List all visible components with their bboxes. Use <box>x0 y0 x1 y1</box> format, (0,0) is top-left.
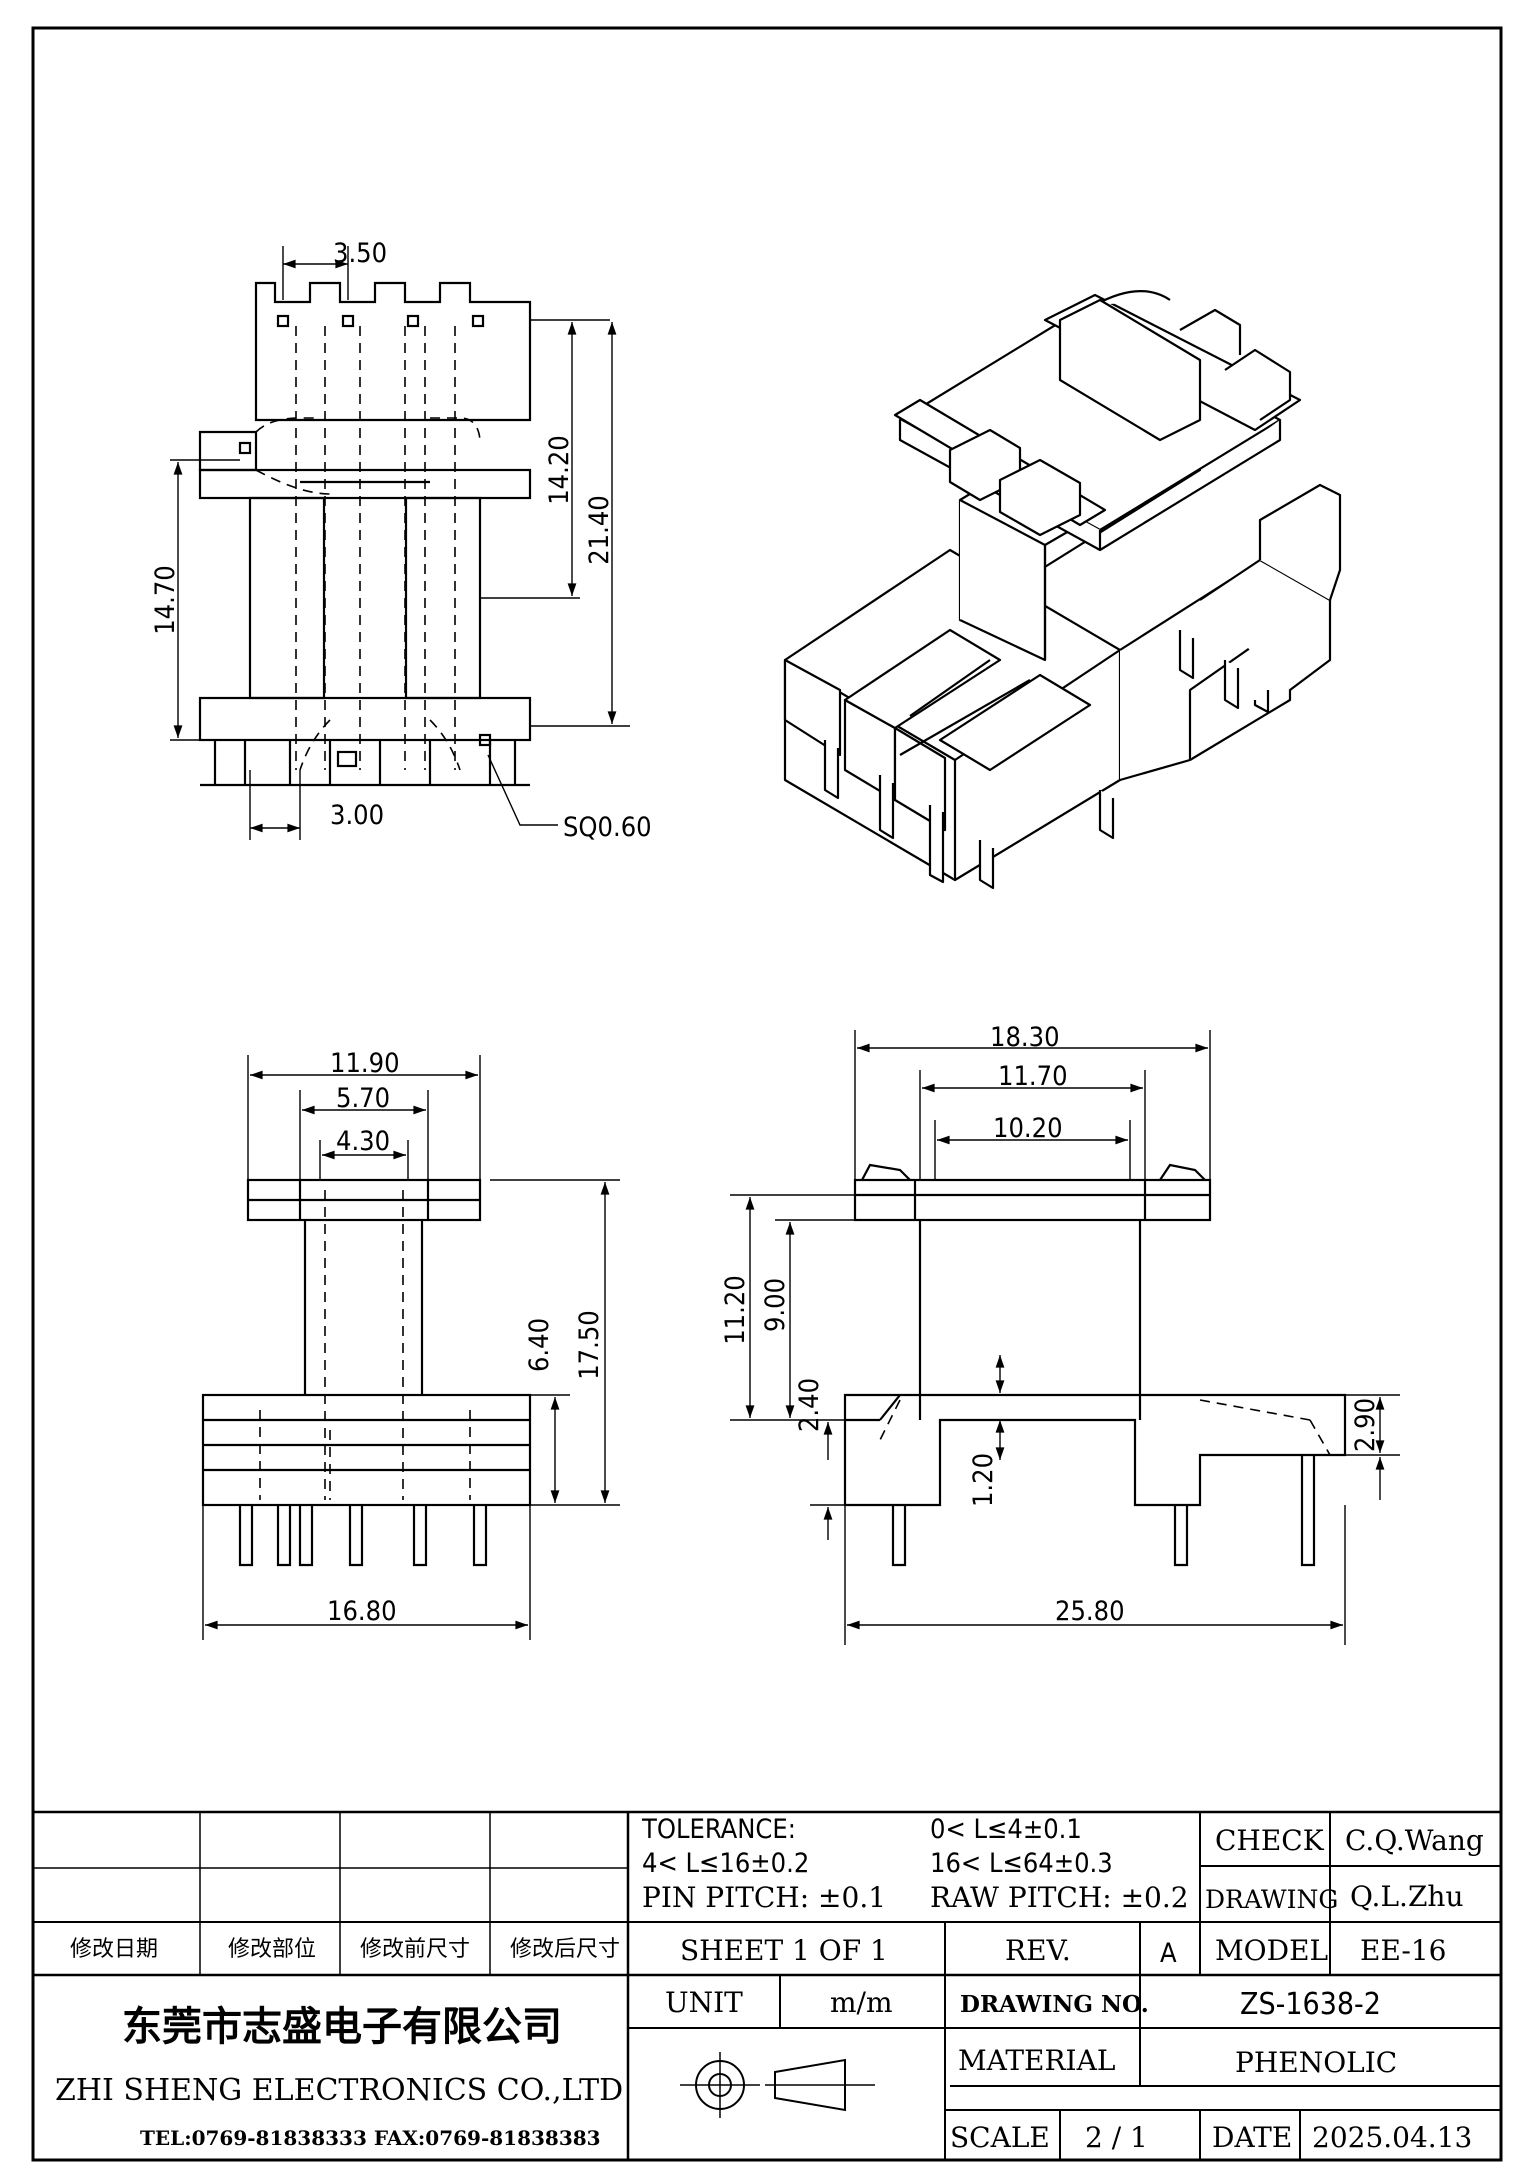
dim-side-h-b: 9.00 <box>760 1278 791 1332</box>
dim-side-h-c: 2.40 <box>794 1378 825 1432</box>
check-label: CHECK <box>1215 1824 1325 1857</box>
top-view <box>170 246 630 840</box>
drawing-value: Q.L.Zhu <box>1350 1880 1463 1913</box>
scale-value: 2 / 1 <box>1085 2121 1148 2154</box>
dim-front-h-b: 17.50 <box>574 1310 605 1380</box>
check-value: C.Q.Wang <box>1345 1824 1484 1857</box>
drawing-border <box>31 26 1503 2162</box>
dim-side-h-a: 11.20 <box>720 1275 751 1345</box>
tolerance-label: TOLERANCE: <box>641 1814 796 1845</box>
title-block-text: 修改日期 修改部位 修改前尺寸 修改后尺寸 TOLERANCE: 0< L≤4±… <box>55 1814 1484 2154</box>
drawing-label: DRAWING <box>1205 1885 1338 1914</box>
dim-front-h-a: 6.40 <box>524 1318 555 1372</box>
dim-side-w-b: 10.20 <box>993 1113 1063 1144</box>
dim-front-w-top: 11.90 <box>330 1048 400 1079</box>
drawing-no-label: DRAWING NO. <box>960 1991 1149 2018</box>
tolerance-1: 0< L≤4±0.1 <box>930 1814 1082 1845</box>
rev-header-before: 修改前尺寸 <box>360 1937 470 1962</box>
company-contact: TEL:0769-81838333 FAX:0769-81838383 <box>140 2126 601 2150</box>
scale-label: SCALE <box>950 2121 1050 2154</box>
date-label: DATE <box>1212 2121 1292 2154</box>
dim-top-left-height: 14.70 <box>150 565 181 635</box>
side-view-labels: 18.30 11.70 10.20 11.20 9.00 2.40 1.20 2… <box>720 1022 1381 1627</box>
isometric-view <box>783 290 1342 890</box>
unit-value: m/m <box>830 1986 893 2019</box>
model-label: MODEL <box>1215 1934 1328 1967</box>
dim-side-w-a: 11.70 <box>998 1061 1068 1092</box>
dim-front-w-mid: 5.70 <box>336 1083 390 1114</box>
company-name-cn: 东莞市志盛电子有限公司 <box>122 2004 562 2050</box>
rev-header-after: 修改后尺寸 <box>510 1937 620 1962</box>
tolerance-3: 16< L≤64±0.3 <box>930 1848 1113 1879</box>
raw-pitch: RAW PITCH: ±0.2 <box>930 1881 1189 1914</box>
model-value: EE-16 <box>1360 1934 1447 1967</box>
top-view-labels: 3.50 14.20 21.40 14.70 3.00 SQ0.60 <box>150 238 652 843</box>
dim-top-pin-pitch: 3.50 <box>333 238 387 269</box>
side-view <box>730 1030 1400 1645</box>
dim-top-height-a: 14.20 <box>544 435 575 505</box>
rev-header-date: 修改日期 <box>70 1937 158 1962</box>
dim-front-w-inner: 4.30 <box>336 1126 390 1157</box>
tolerance-2: 4< L≤16±0.2 <box>642 1848 809 1879</box>
projection-cone-icon <box>774 2058 846 2112</box>
material-label: MATERIAL <box>958 2044 1115 2077</box>
material-value: PHENOLIC <box>1235 2046 1397 2079</box>
rev-value: A <box>1160 1938 1177 1969</box>
dim-side-h-d: 1.20 <box>968 1453 999 1507</box>
company-name-en: ZHI SHENG ELECTRONICS CO.,LTD <box>55 2073 623 2108</box>
date-value: 2025.04.13 <box>1312 2121 1472 2154</box>
dim-top-pitch-b: 3.00 <box>330 800 384 831</box>
rev-label: REV. <box>1005 1934 1071 1967</box>
pin-pitch: PIN PITCH: ±0.1 <box>642 1881 886 1914</box>
dim-front-w-bottom: 16.80 <box>327 1596 397 1627</box>
dim-top-pin-size: SQ0.60 <box>563 812 652 843</box>
front-view-labels: 11.90 5.70 4.30 6.40 17.50 16.80 <box>327 1048 605 1627</box>
unit-label: UNIT <box>665 1986 743 2019</box>
dim-top-height-b: 21.40 <box>584 495 615 565</box>
dim-side-w-total: 18.30 <box>990 1022 1060 1053</box>
rev-header-part: 修改部位 <box>228 1937 316 1962</box>
dim-side-w-bottom: 25.80 <box>1055 1596 1125 1627</box>
drawing-no-value: ZS-1638-2 <box>1240 1987 1381 2022</box>
dim-side-h-e: 2.90 <box>1350 1398 1381 1452</box>
front-view <box>201 1055 620 1640</box>
sheet-text: SHEET 1 OF 1 <box>680 1934 888 1967</box>
title-block <box>33 1810 1501 2160</box>
